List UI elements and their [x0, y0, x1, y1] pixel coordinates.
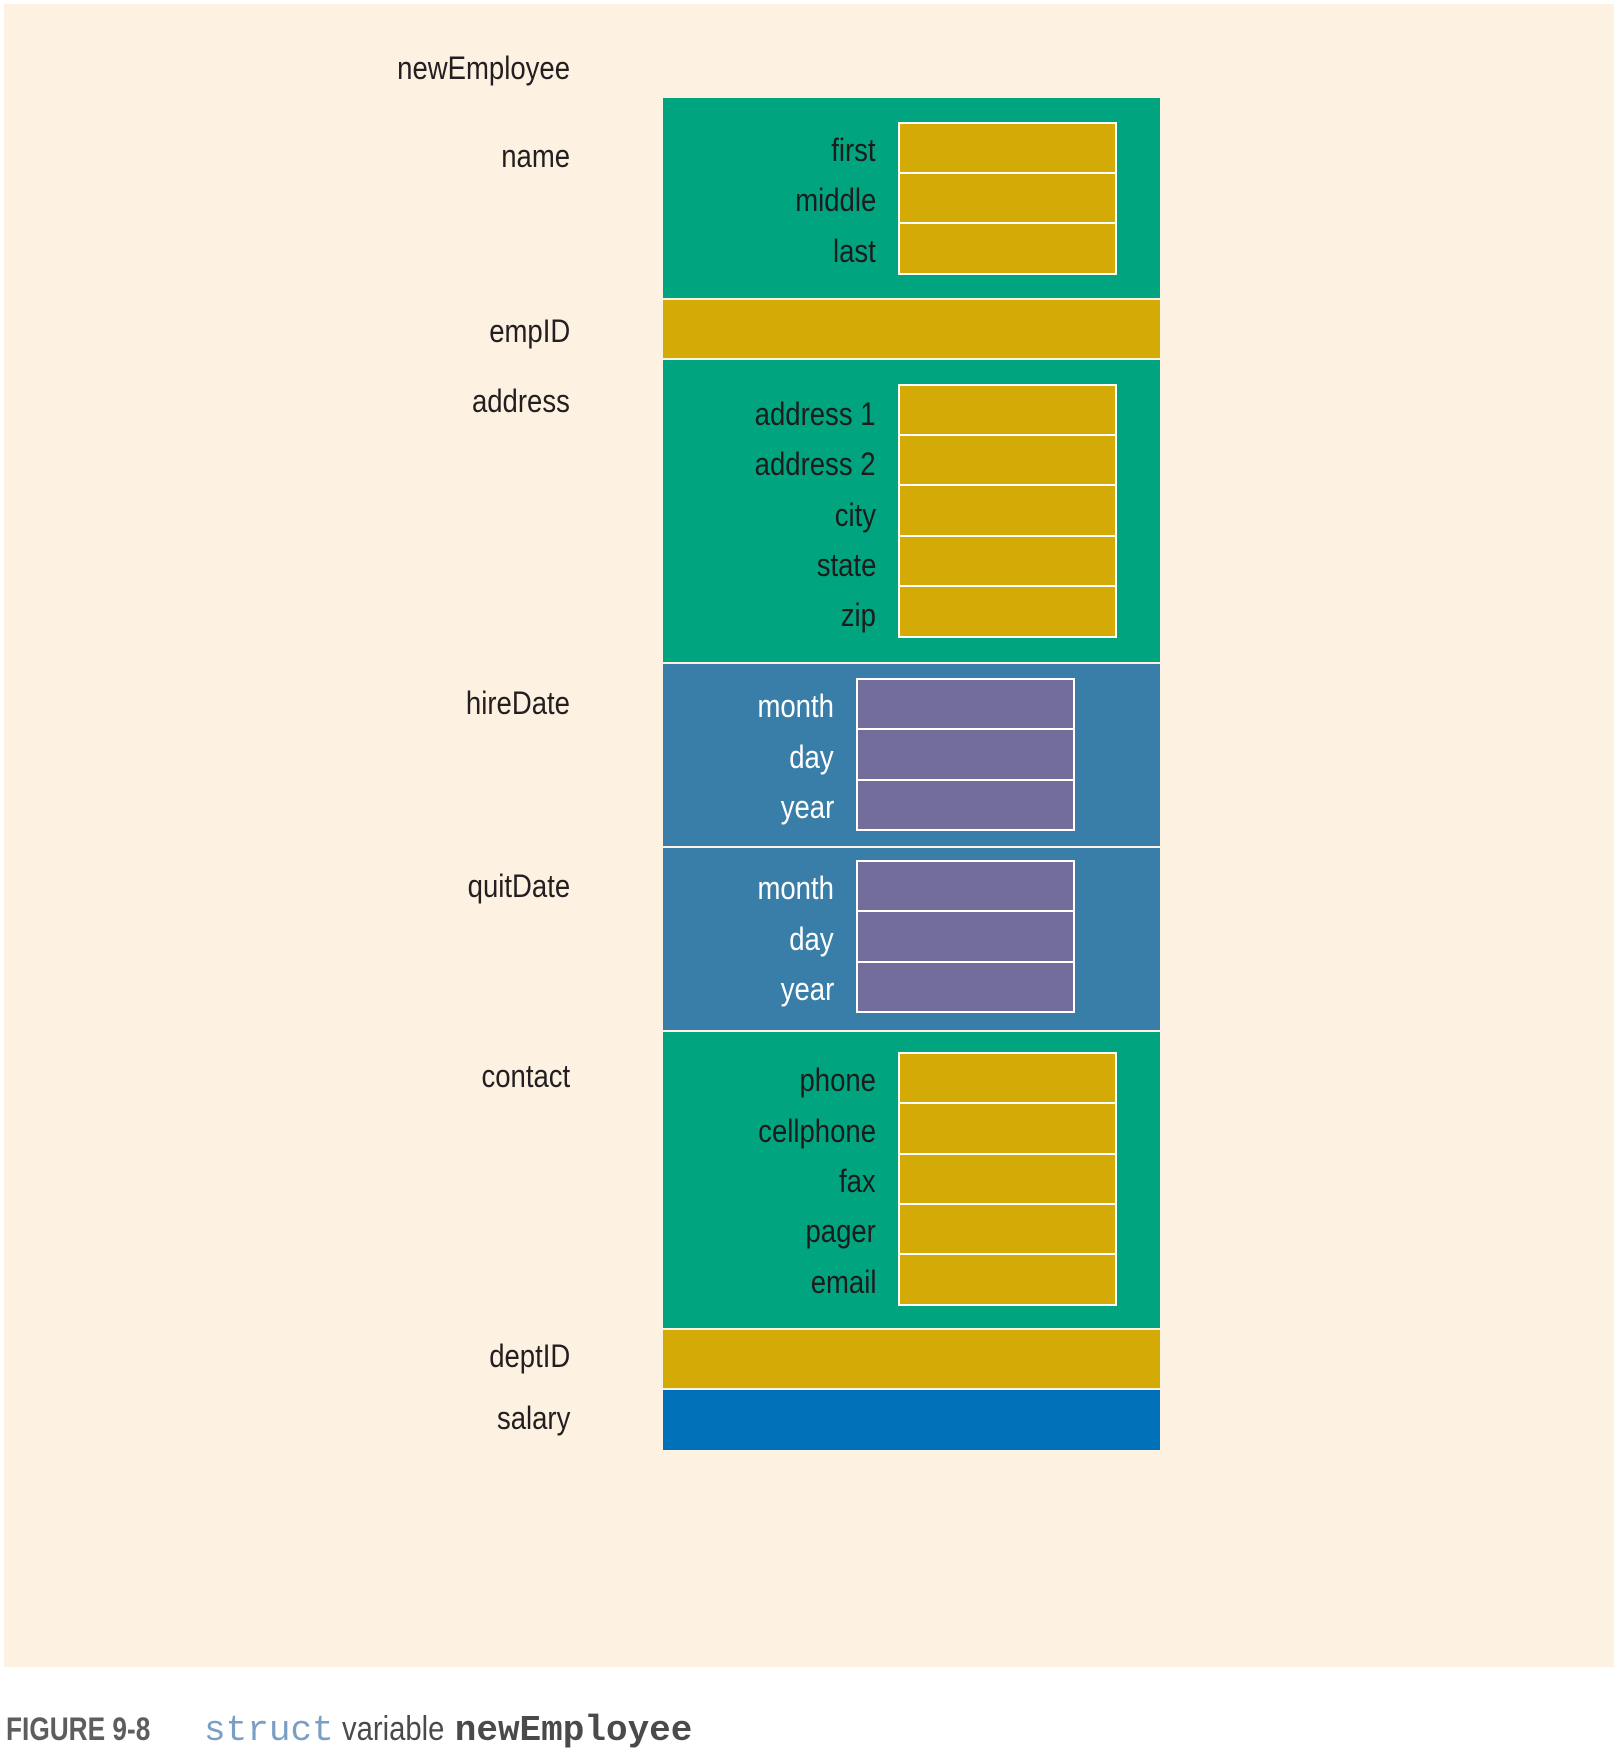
caption-variable: newEmployee — [454, 1710, 693, 1751]
field-cell-hire-month — [856, 678, 1075, 730]
member-label-empid: empID — [488, 313, 570, 349]
field-label-quit-day: day — [789, 921, 834, 957]
field-label-zip: zip — [840, 597, 876, 633]
member-label-quitdate: quitDate — [467, 868, 570, 904]
member-label-deptid: deptID — [488, 1338, 570, 1374]
field-label-hire-year: year — [780, 789, 834, 825]
field-label-phone: phone — [799, 1062, 876, 1098]
field-cell-hire-year — [856, 779, 1075, 831]
address-struct-block: address 1 address 2 city state zip — [663, 358, 1160, 662]
hiredate-struct-block: month day year — [663, 662, 1160, 846]
quitdate-struct-block: month day year — [663, 846, 1160, 1030]
field-label-hire-month: month — [757, 688, 834, 724]
name-struct-block: first middle last — [663, 98, 1160, 298]
field-label-quit-month: month — [757, 870, 834, 906]
field-label-middle: middle — [794, 182, 876, 218]
field-label-cellphone: cellphone — [758, 1113, 876, 1149]
field-cell-zip — [898, 585, 1117, 638]
field-cell-quit-day — [856, 910, 1075, 963]
field-label-fax: fax — [839, 1163, 876, 1199]
variable-title: newEmployee — [397, 50, 570, 86]
caption-keyword: struct — [204, 1710, 334, 1751]
field-label-city: city — [834, 497, 876, 533]
contact-struct-block: phone cellphone fax pager email — [663, 1030, 1160, 1328]
figure-number: FIGURE 9-8 — [6, 1711, 151, 1747]
field-cell-city — [898, 484, 1117, 537]
member-label-name: name — [501, 138, 570, 174]
empid-block — [663, 298, 1160, 358]
member-label-contact: contact — [481, 1058, 570, 1094]
salary-block — [663, 1388, 1160, 1450]
field-label-pager: pager — [805, 1213, 876, 1249]
field-label-address-2: address 2 — [755, 446, 876, 482]
field-cell-phone — [898, 1052, 1117, 1104]
field-label-last: last — [833, 233, 876, 269]
diagram-panel: newEmployee name empID address hireDate … — [4, 4, 1614, 1667]
field-cell-fax — [898, 1153, 1117, 1205]
field-cell-last — [898, 222, 1117, 275]
field-label-quit-year: year — [780, 971, 834, 1007]
field-cell-address-2 — [898, 434, 1117, 486]
field-cell-address-1 — [898, 384, 1117, 436]
field-cell-middle — [898, 172, 1117, 224]
field-cell-state — [898, 535, 1117, 587]
member-label-address: address — [472, 383, 570, 419]
field-cell-pager — [898, 1203, 1117, 1255]
field-cell-hire-day — [856, 728, 1075, 781]
field-label-first: first — [831, 132, 876, 168]
field-cell-quit-year — [856, 961, 1075, 1013]
field-cell-cellphone — [898, 1102, 1117, 1155]
caption-text: variable — [341, 1710, 445, 1748]
field-cell-quit-month — [856, 860, 1075, 912]
field-label-hire-day: day — [789, 739, 834, 775]
field-label-address-1: address 1 — [755, 396, 876, 432]
field-cell-first — [898, 122, 1117, 174]
field-cell-email — [898, 1253, 1117, 1306]
member-label-salary: salary — [496, 1400, 570, 1436]
member-label-hiredate: hireDate — [465, 685, 570, 721]
field-label-state: state — [816, 547, 876, 583]
field-label-email: email — [810, 1264, 876, 1300]
deptid-block — [663, 1328, 1160, 1388]
